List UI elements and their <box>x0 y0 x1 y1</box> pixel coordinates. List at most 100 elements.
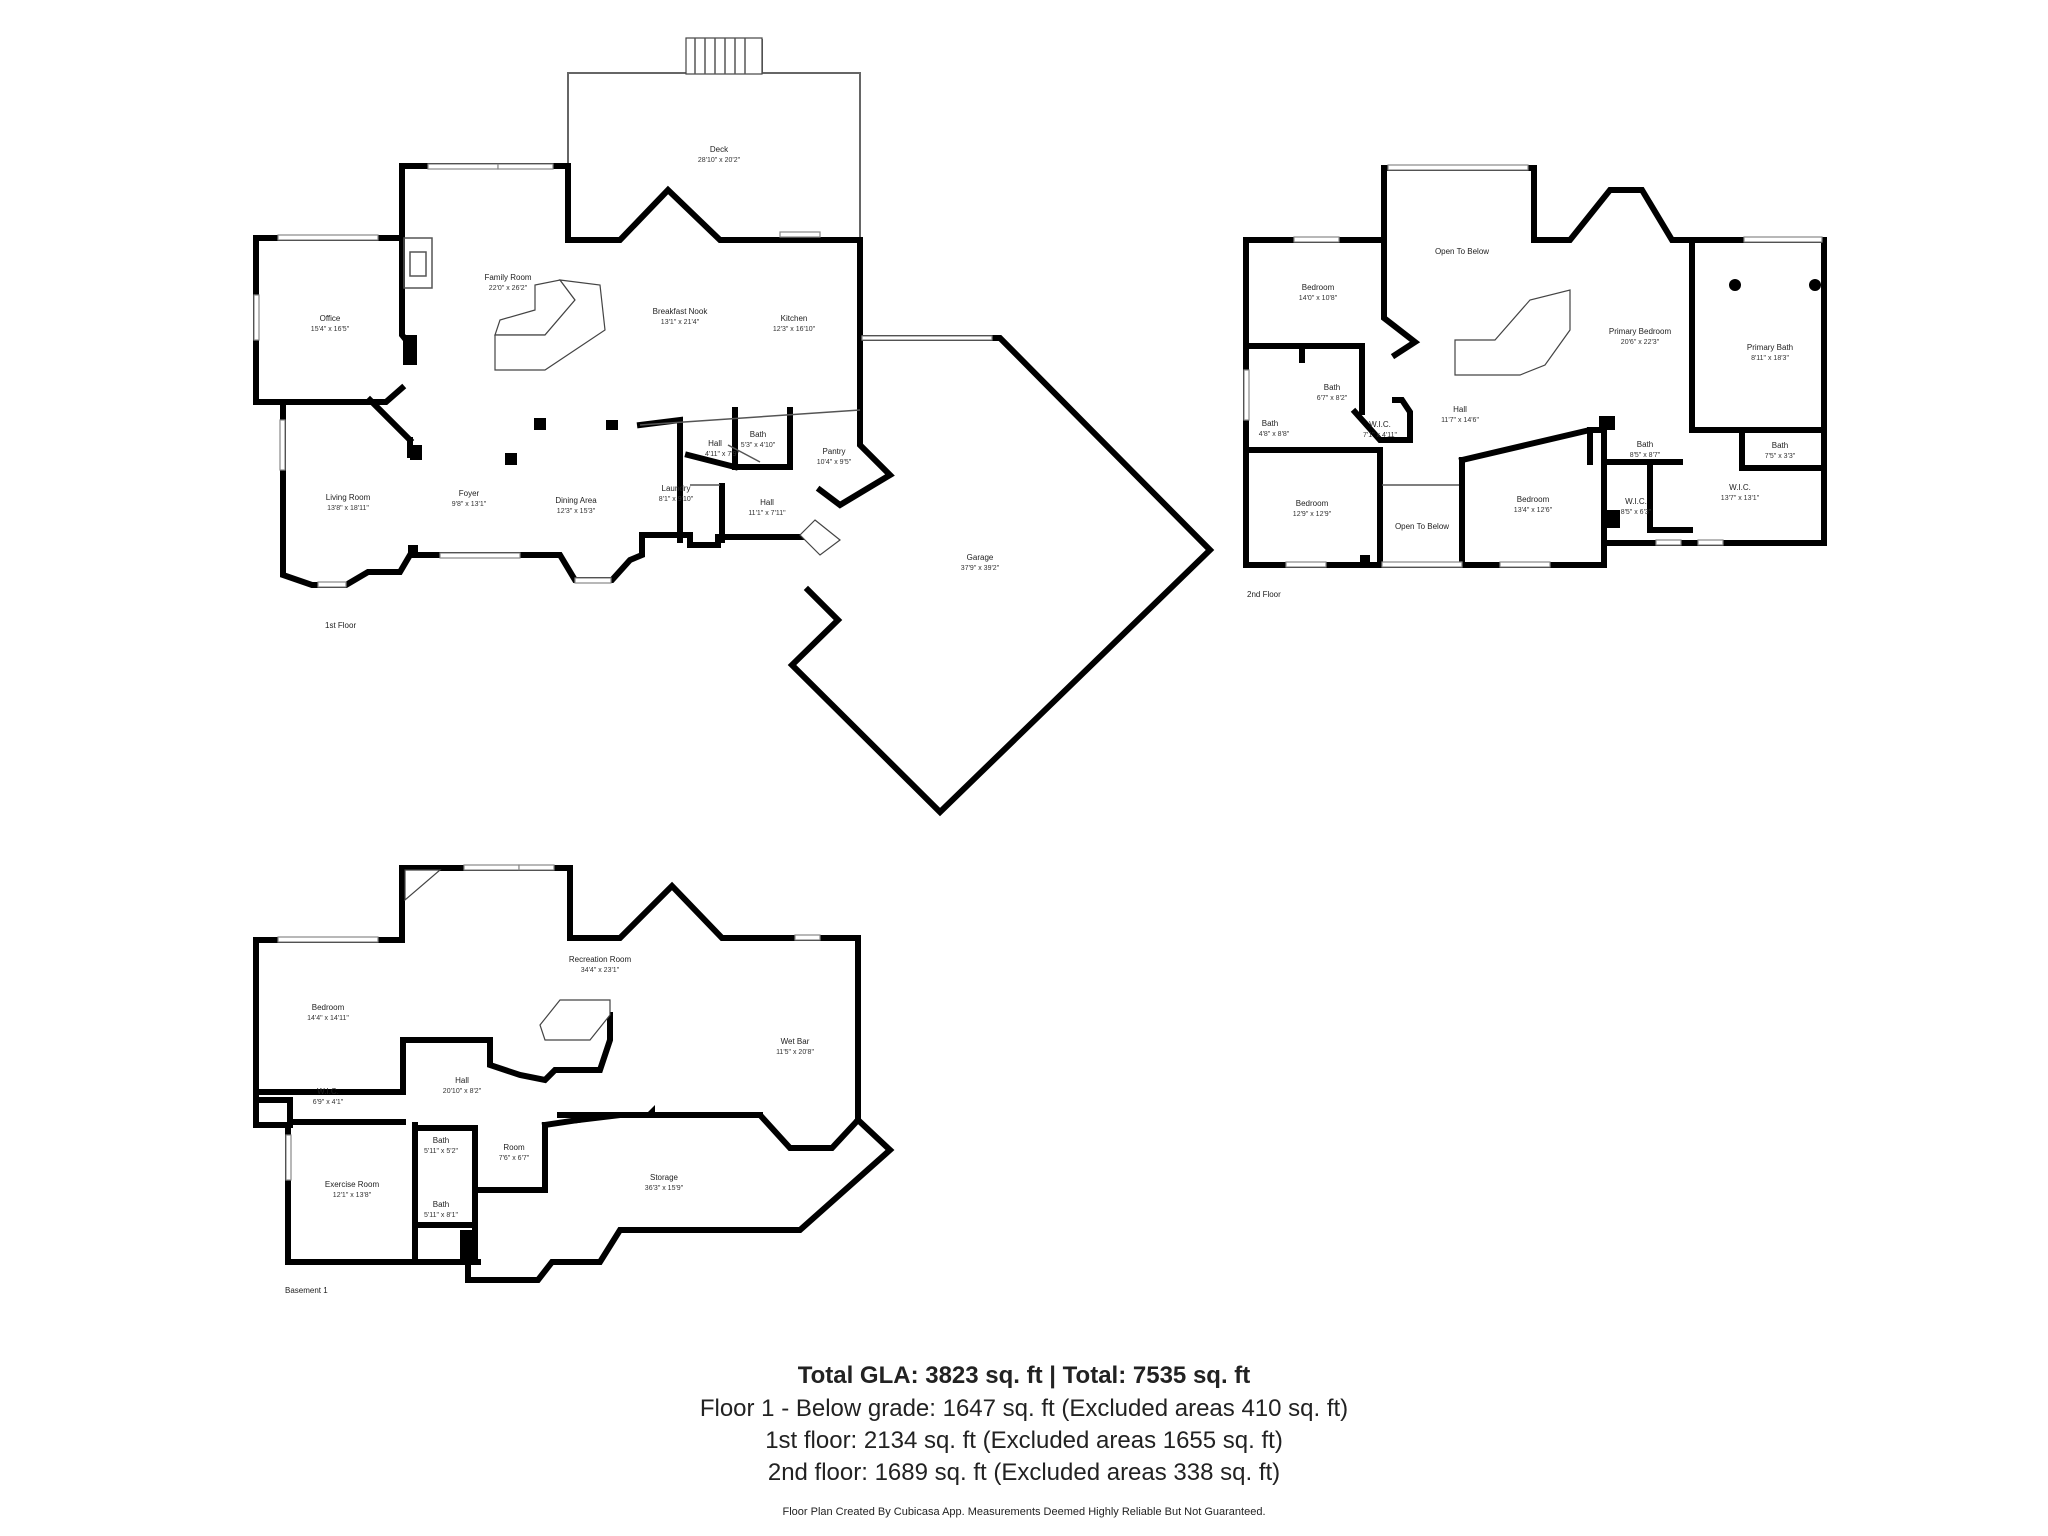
room-label-bath-2f-b: Bath <box>1262 419 1278 428</box>
room-dim-office: 15'4" x 16'5" <box>311 326 350 333</box>
room-label-bath-basement-a: Bath <box>433 1136 449 1145</box>
floor-label-first: 1st Floor <box>325 621 356 630</box>
room-label-kitchen: Kitchen <box>781 314 808 323</box>
room-label-deck: Deck <box>710 145 729 154</box>
room-dim-wic-2f-a: 7'1" x 4'11" <box>1363 432 1397 439</box>
room-dim-bedroom-2f-a: 14'0" x 10'8" <box>1299 295 1338 302</box>
room-dim-living-room: 13'8" x 18'11" <box>327 505 369 512</box>
fireplace-icon <box>403 237 433 289</box>
room-label-room-basement: Room <box>503 1143 525 1152</box>
room-label-wic-2f-a: W.I.C. <box>1369 420 1391 429</box>
room-label-dining-area: Dining Area <box>555 496 597 505</box>
room-dim-storage: 36'3" x 15'9" <box>645 1185 684 1192</box>
room-dim-primary-bedroom: 20'6" x 22'3" <box>1621 339 1660 346</box>
room-dim-bath-2f-b: 4'8" x 8'8" <box>1259 431 1290 438</box>
floor-label-second: 2nd Floor <box>1247 590 1281 599</box>
first-floor-area-summary: 1st floor: 2134 sq. ft (Excluded areas 1… <box>765 1427 1283 1454</box>
room-label-family-room: Family Room <box>484 273 531 282</box>
room-dim-bedroom-2f-c: 13'4" x 12'6" <box>1514 507 1553 514</box>
deck-outline <box>567 37 861 240</box>
room-label-hall: Hall <box>708 439 722 448</box>
room-label-bath-2f-a: Bath <box>1324 383 1340 392</box>
room-label-recreation-room: Recreation Room <box>569 955 632 964</box>
room-dim-wic-2f-b: 8'5" x 6'3" <box>1621 509 1652 516</box>
room-dim-bath-basement-b: 5'11" x 8'1" <box>424 1212 458 1219</box>
room-dim-hall: 4'11" x 7'9" <box>705 451 739 458</box>
room-label-breakfast-nook: Breakfast Nook <box>653 307 709 316</box>
room-dim-hall-2: 11'1" x 7'11" <box>748 510 786 517</box>
room-dim-breakfast-nook: 13'1" x 21'4" <box>661 319 700 326</box>
floor-label-basement: Basement 1 <box>285 1286 328 1295</box>
second-floor-plan: Bedroom 14'0" x 10'8" Open To Below Prim… <box>1243 164 1827 599</box>
first-floor-plan: Deck 28'10" x 20'2" Family Room 22'0" x … <box>253 37 1215 817</box>
basement-stairs <box>404 869 611 1041</box>
room-label-exercise-room: Exercise Room <box>325 1180 380 1189</box>
room-dim-pantry: 10'4" x 9'5" <box>817 459 852 466</box>
disclaimer-text: Floor Plan Created By Cubicasa App. Meas… <box>782 1506 1266 1518</box>
total-area-summary: Total GLA: 3823 sq. ft | Total: 7535 sq.… <box>797 1362 1251 1389</box>
first-floor-walls <box>253 163 895 588</box>
room-label-primary-bedroom: Primary Bedroom <box>1609 327 1672 336</box>
first-floor-interior <box>365 395 861 486</box>
room-dim-dining-area: 12'3" x 15'3" <box>557 508 596 515</box>
room-label-office: Office <box>320 314 341 323</box>
room-label-open-to-below-b: Open To Below <box>1395 522 1449 531</box>
room-label-hall-2f: Hall <box>1453 405 1467 414</box>
room-label-garage: Garage <box>967 553 994 562</box>
room-dim-deck: 28'10" x 20'2" <box>698 157 741 164</box>
room-dim-primary-bath: 8'11" x 18'3" <box>1751 355 1789 362</box>
room-label-bedroom-2f-a: Bedroom <box>1302 283 1335 292</box>
room-label-wet-bar: Wet Bar <box>781 1037 810 1046</box>
room-dim-bath-2f-d: 7'5" x 3'3" <box>1765 453 1796 460</box>
room-dim-bath-2f-a: 6'7" x 8'2" <box>1317 395 1348 402</box>
room-dim-foyer: 9'8" x 13'1" <box>452 501 487 508</box>
room-label-living-room: Living Room <box>326 493 371 502</box>
room-dim-hall-2f: 11'7" x 14'6" <box>1441 417 1479 424</box>
room-label-laundry: Laundry <box>662 484 691 493</box>
room-dim-hall-basement: 20'10" x 8'2" <box>443 1088 482 1095</box>
room-dim-wic-basement: 6'9" x 4'1" <box>313 1099 344 1106</box>
second-floor-windows <box>1243 164 1823 568</box>
room-dim-bedroom-2f-b: 12'9" x 12'9" <box>1293 511 1332 518</box>
room-label-bedroom-2f-c: Bedroom <box>1517 495 1550 504</box>
room-label-wic-2f-c: W.I.C. <box>1729 483 1751 492</box>
second-floor-stairs <box>1454 289 1571 376</box>
room-dim-laundry: 8'1" x 9'10" <box>659 496 694 503</box>
room-label-bath-2f-c: Bath <box>1637 440 1653 449</box>
floor1-area-summary: Floor 1 - Below grade: 1647 sq. ft (Excl… <box>699 1395 1349 1422</box>
basement-windows <box>277 864 821 1181</box>
room-label-bedroom-2f-b: Bedroom <box>1296 499 1329 508</box>
room-label-bedroom-basement: Bedroom <box>312 1003 345 1012</box>
room-dim-bath-2f-c: 8'5" x 8'7" <box>1630 452 1661 459</box>
basement-walls <box>253 865 895 1283</box>
room-label-foyer: Foyer <box>459 489 480 498</box>
room-dim-bath: 5'3" x 4'10" <box>741 442 776 449</box>
first-floor-windows <box>253 163 821 588</box>
room-label-open-to-below-a: Open To Below <box>1435 247 1489 256</box>
second-floor-area-summary: 2nd floor: 1689 sq. ft (Excluded areas 3… <box>767 1459 1281 1486</box>
first-floor-stairs <box>494 279 841 556</box>
room-label-bath-basement-b: Bath <box>433 1200 449 1209</box>
room-label-bath: Bath <box>750 430 766 439</box>
room-label-wic-2f-b: W.I.C. <box>1625 497 1647 506</box>
room-dim-exercise-room: 12'1" x 13'8" <box>333 1192 372 1199</box>
room-dim-bedroom-basement: 14'4" x 14'11" <box>307 1015 349 1022</box>
room-label-pantry: Pantry <box>822 447 845 456</box>
room-label-hall-2: Hall <box>760 498 774 507</box>
room-dim-wet-bar: 11'5" x 20'8" <box>776 1049 814 1056</box>
room-dim-bath-basement-a: 5'11" x 5'2" <box>424 1148 458 1155</box>
basement-plan: Recreation Room 34'4" x 23'1" Bedroom 14… <box>253 864 895 1295</box>
room-label-wic-basement: W.I.C. <box>317 1087 339 1096</box>
room-dim-family-room: 22'0" x 26'2" <box>489 285 528 292</box>
room-dim-kitchen: 12'3" x 16'10" <box>773 326 816 333</box>
second-floor-walls <box>1243 165 1827 568</box>
room-dim-wic-2f-c: 13'7" x 13'1" <box>1721 495 1760 502</box>
room-dim-recreation-room: 34'4" x 23'1" <box>581 967 620 974</box>
room-dim-room-basement: 7'6" x 6'7" <box>499 1155 530 1162</box>
room-dim-garage: 37'9" x 39'2" <box>961 565 1000 572</box>
room-label-storage: Storage <box>650 1173 679 1182</box>
room-label-bath-2f-d: Bath <box>1772 441 1788 450</box>
room-label-hall-basement: Hall <box>455 1076 469 1085</box>
room-label-primary-bath: Primary Bath <box>1747 343 1793 352</box>
